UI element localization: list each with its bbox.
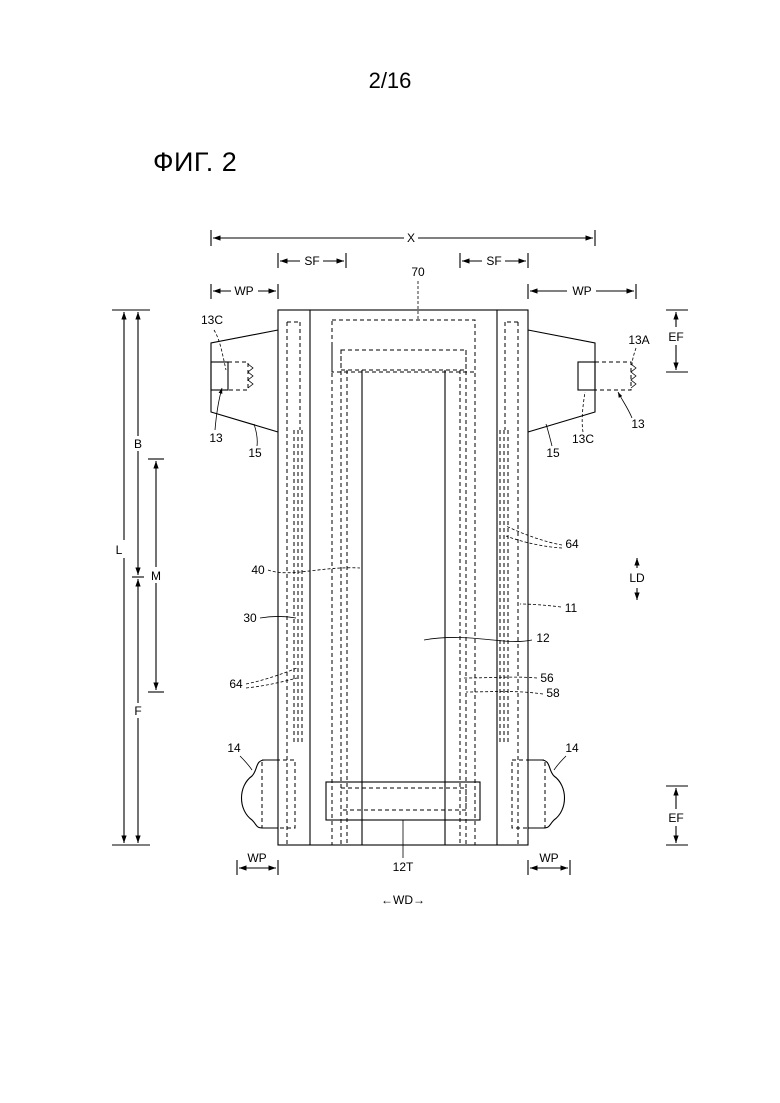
label-ef-bottom: EF bbox=[668, 811, 683, 825]
ref-12: 12 bbox=[536, 631, 550, 645]
label-sf-right: SF bbox=[486, 254, 501, 268]
label-wp-bottom-left: WP bbox=[247, 851, 266, 865]
label-wp-top-left: WP bbox=[234, 284, 253, 298]
ref-40: 40 bbox=[251, 563, 265, 577]
ref-13-right: 13 bbox=[631, 417, 645, 431]
ref-12t: 12T bbox=[393, 860, 414, 874]
ld-indicator: LD bbox=[629, 558, 645, 600]
label-l: L bbox=[116, 543, 123, 557]
side-flap-left bbox=[211, 330, 278, 432]
ref-14-right: 14 bbox=[565, 741, 579, 755]
dimension-wp-top: WP WP bbox=[211, 284, 636, 299]
dimension-x: X bbox=[211, 230, 595, 246]
dimension-vertical-left: L B F M bbox=[112, 310, 164, 845]
label-ef-top: EF bbox=[668, 330, 683, 344]
ref-13c-right: 13C bbox=[572, 432, 594, 446]
ref-56: 56 bbox=[540, 671, 554, 685]
dimension-ef: EF EF bbox=[666, 310, 688, 845]
ref-64-left: 64 bbox=[229, 677, 243, 691]
label-sf-left: SF bbox=[304, 254, 319, 268]
ref-70: 70 bbox=[411, 265, 425, 279]
label-b: B bbox=[134, 437, 142, 451]
ref-13a: 13A bbox=[628, 333, 649, 347]
ear-right bbox=[512, 760, 565, 828]
label-x: X bbox=[407, 231, 415, 245]
ref-15-right: 15 bbox=[546, 446, 560, 460]
ref-30: 30 bbox=[243, 611, 257, 625]
label-m: M bbox=[151, 569, 161, 583]
label-wd: ←WD→ bbox=[381, 893, 425, 907]
leaders: 70 13C 13 15 13A 13 13C 15 64 40 11 bbox=[201, 265, 650, 874]
ref-64-right: 64 bbox=[565, 537, 579, 551]
ref-11: 11 bbox=[565, 601, 578, 615]
label-wp-top-right: WP bbox=[572, 284, 591, 298]
ref-13-left: 13 bbox=[209, 431, 223, 445]
label-f: F bbox=[134, 704, 141, 718]
ref-15-left: 15 bbox=[248, 446, 262, 460]
label-wp-bottom-right: WP bbox=[539, 851, 558, 865]
ref-58: 58 bbox=[546, 686, 560, 700]
ref-13c-left: 13C bbox=[201, 313, 223, 327]
label-ld: LD bbox=[629, 571, 645, 585]
main-body bbox=[278, 310, 528, 845]
dimension-sf: SF SF bbox=[278, 253, 528, 268]
ref-14-left: 14 bbox=[227, 741, 241, 755]
